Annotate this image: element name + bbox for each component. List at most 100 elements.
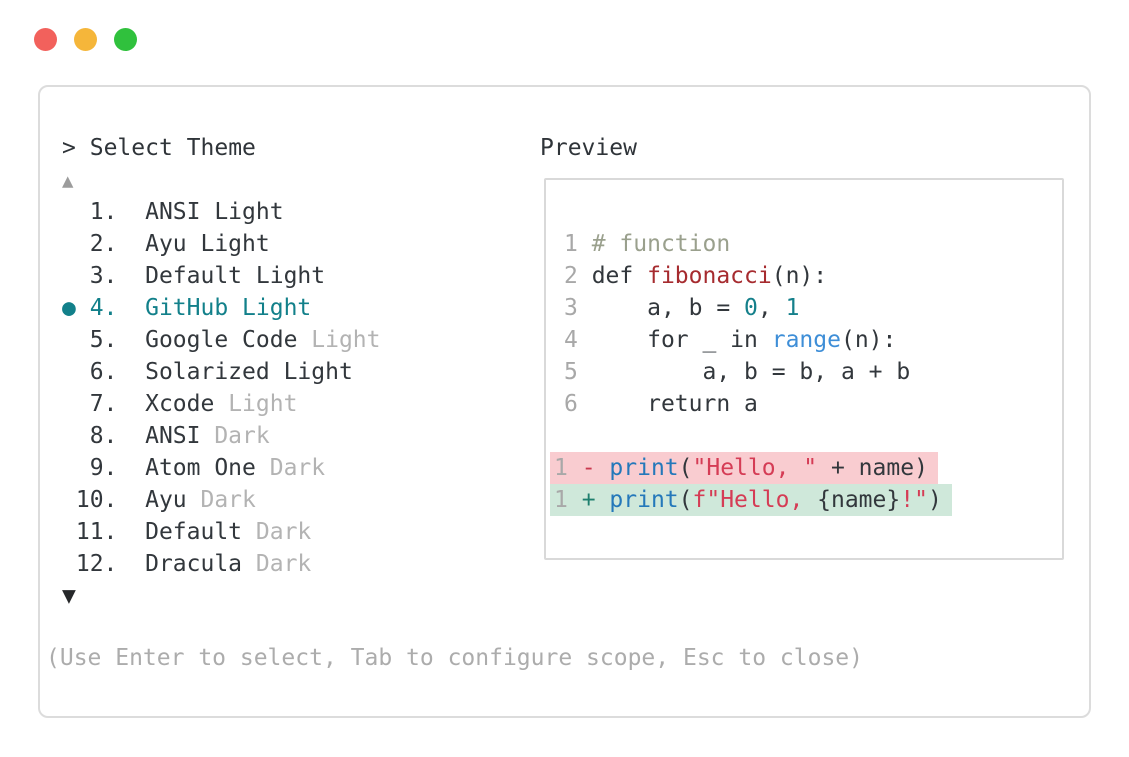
token-plain: ): [927, 487, 942, 513]
line-number: 3: [564, 295, 592, 321]
theme-name: Ayu: [145, 487, 187, 513]
item-number: 6.: [62, 359, 146, 385]
token-plain: (: [678, 487, 693, 513]
code-line-4: 4 for _ in range(n):: [564, 324, 1062, 356]
theme-name: Ayu Light: [145, 231, 270, 257]
item-number: 10.: [62, 487, 146, 513]
theme-selector-column: > Select Theme ▲ 1. ANSI Light 2. Ayu Li…: [62, 132, 381, 612]
prompt-title: Select Theme: [89, 135, 256, 161]
theme-name: ANSI: [145, 423, 201, 449]
theme-name: Google Code: [145, 327, 298, 353]
theme-item-atom-one-dark[interactable]: 9. Atom One Dark: [62, 452, 381, 484]
scroll-up-row: ▲: [62, 164, 381, 196]
diff-line-added: 1 + print(f"Hello, {name}!"): [550, 484, 1062, 516]
zoom-button-icon[interactable]: [114, 28, 137, 51]
token-plain: (: [678, 455, 693, 481]
item-number: 12.: [62, 551, 146, 577]
selected-bullet-and-number: ● 4.: [62, 295, 146, 321]
item-number: 5.: [62, 327, 146, 353]
line-number: 1: [554, 455, 582, 481]
code-line-6: 6 return a: [564, 388, 1062, 420]
footer-hint: (Use Enter to select, Tab to configure s…: [46, 645, 863, 671]
theme-name: ANSI Light: [145, 199, 284, 225]
theme-name: Solarized Light: [145, 359, 353, 385]
theme-name-muted-suffix: Dark: [255, 455, 326, 481]
token-call: print: [609, 487, 679, 513]
diff-marker-added: +: [581, 487, 610, 513]
line-number: 1: [554, 487, 582, 513]
token-plain: {name}: [817, 487, 901, 513]
token-plain: return a: [591, 391, 758, 417]
token-plain: + name): [817, 455, 928, 481]
item-number: 8.: [62, 423, 146, 449]
minimize-button-icon[interactable]: [74, 28, 97, 51]
token-builtin: range: [771, 327, 841, 353]
scroll-down-row: ▼: [62, 580, 381, 612]
item-number: 11.: [62, 519, 146, 545]
diff-added-highlight: 1 + print(f"Hello, {name}!"): [550, 484, 952, 516]
theme-item-ansi-light[interactable]: 1. ANSI Light: [62, 196, 381, 228]
theme-item-github-light[interactable]: ● 4. GitHub Light: [62, 292, 381, 324]
diff-removed-highlight: 1 - print("Hello, " + name): [550, 452, 938, 484]
theme-item-default-dark[interactable]: 11. Default Dark: [62, 516, 381, 548]
token-func: fibonacci: [647, 263, 772, 289]
item-number: 3.: [62, 263, 146, 289]
line-number: 1: [564, 231, 592, 257]
close-button-icon[interactable]: [34, 28, 57, 51]
token-plain: a, b = b, a + b: [591, 359, 911, 385]
prompt-caret: >: [62, 135, 76, 161]
token-call: print: [609, 455, 679, 481]
line-number: 6: [564, 391, 592, 417]
token-number: 1: [785, 295, 800, 321]
theme-item-solarized-light[interactable]: 6. Solarized Light: [62, 356, 381, 388]
code-line-3: 3 a, b = 0, 1: [564, 292, 1062, 324]
theme-name-muted-suffix: Light: [214, 391, 298, 417]
token-plain: for _ in: [591, 327, 772, 353]
theme-picker-dialog: > Select Theme ▲ 1. ANSI Light 2. Ayu Li…: [38, 85, 1091, 718]
theme-item-ayu-light[interactable]: 2. Ayu Light: [62, 228, 381, 260]
theme-item-xcode-light[interactable]: 7. Xcode Light: [62, 388, 381, 420]
token-number: 0: [744, 295, 758, 321]
theme-name: GitHub Light: [145, 295, 312, 321]
theme-name-muted-suffix: Dark: [242, 551, 312, 577]
theme-name-muted-suffix: Dark: [186, 487, 256, 513]
theme-name: Xcode: [145, 391, 215, 417]
line-number: 5: [564, 359, 592, 385]
theme-name: Default: [145, 519, 243, 545]
token-comment: # function: [591, 231, 731, 257]
theme-item-ansi-dark[interactable]: 8. ANSI Dark: [62, 420, 381, 452]
item-number: 1.: [62, 199, 146, 225]
diff-marker-removed: -: [581, 455, 610, 481]
theme-list: 1. ANSI Light 2. Ayu Light 3. Default Li…: [62, 196, 381, 580]
token-plain: a, b =: [591, 295, 745, 321]
theme-name-muted-suffix: Light: [297, 327, 381, 353]
diff-line-removed: 1 - print("Hello, " + name): [550, 452, 1062, 484]
token-string: !": [900, 487, 928, 513]
token-string: "Hello, ": [692, 455, 818, 481]
window-controls: [34, 28, 137, 51]
token-plain: def: [591, 263, 648, 289]
token-string: f"Hello,: [692, 487, 818, 513]
theme-item-default-light[interactable]: 3. Default Light: [62, 260, 381, 292]
theme-item-dracula-dark[interactable]: 12. Dracula Dark: [62, 548, 381, 580]
theme-name: Dracula: [145, 551, 243, 577]
preview-title: Preview: [540, 135, 637, 161]
theme-name: Default Light: [145, 263, 326, 289]
code-line-1: 1 # function: [564, 228, 1062, 260]
theme-item-ayu-dark[interactable]: 10. Ayu Dark: [62, 484, 381, 516]
item-number: 7.: [62, 391, 146, 417]
item-number: 2.: [62, 231, 146, 257]
diff-listing: 1 - print("Hello, " + name)1 + print(f"H…: [550, 452, 1062, 516]
token-plain: (n):: [771, 263, 828, 289]
code-line-2: 2 def fibonacci(n):: [564, 260, 1062, 292]
line-number: 4: [564, 327, 592, 353]
token-plain: ,: [757, 295, 786, 321]
scroll-down-icon[interactable]: ▼: [62, 583, 76, 609]
scroll-up-icon[interactable]: ▲: [62, 170, 74, 192]
item-number: 9.: [62, 455, 146, 481]
line-number: 2: [564, 263, 592, 289]
theme-item-google-code-light[interactable]: 5. Google Code Light: [62, 324, 381, 356]
theme-name: Atom One: [145, 455, 256, 481]
